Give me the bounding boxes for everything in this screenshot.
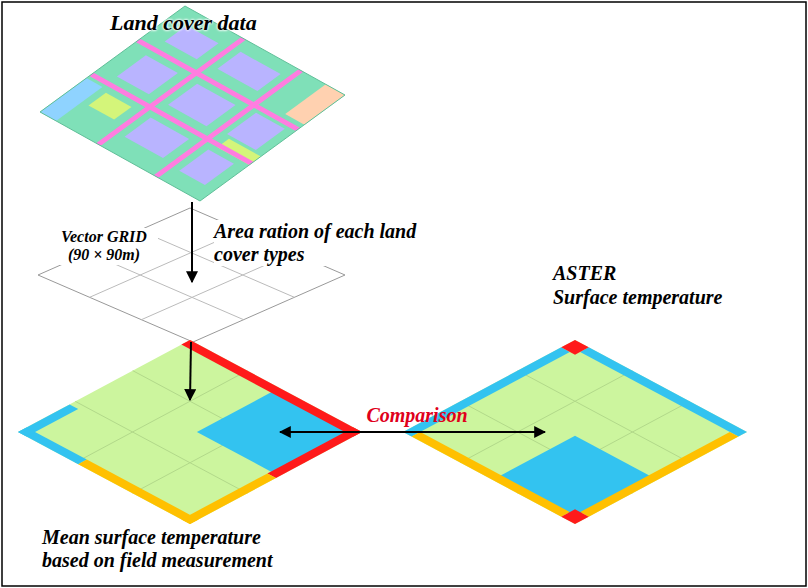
layer-label: Vector GRID (90 × 90m): [50, 228, 158, 265]
flow-arrow: [280, 431, 545, 433]
layer-label: Surface temperature: [553, 286, 743, 309]
edge-label: Area ration of each land cover types: [214, 220, 429, 266]
result-layer: Mean surface temperature based on field …: [18, 340, 362, 580]
flow-arrow: [191, 202, 193, 282]
map-layer: Land cover data: [40, 6, 345, 202]
result-layer: ASTERSurface temperature: [403, 262, 747, 524]
land-cover-map: [40, 6, 345, 201]
layer-label: ASTER: [553, 262, 743, 285]
layer-label: Mean surface temperature based on field …: [42, 526, 304, 572]
layer-label: Land cover data: [110, 10, 340, 35]
edge-label: Comparison: [352, 404, 482, 427]
flow-arrow: [190, 342, 191, 400]
